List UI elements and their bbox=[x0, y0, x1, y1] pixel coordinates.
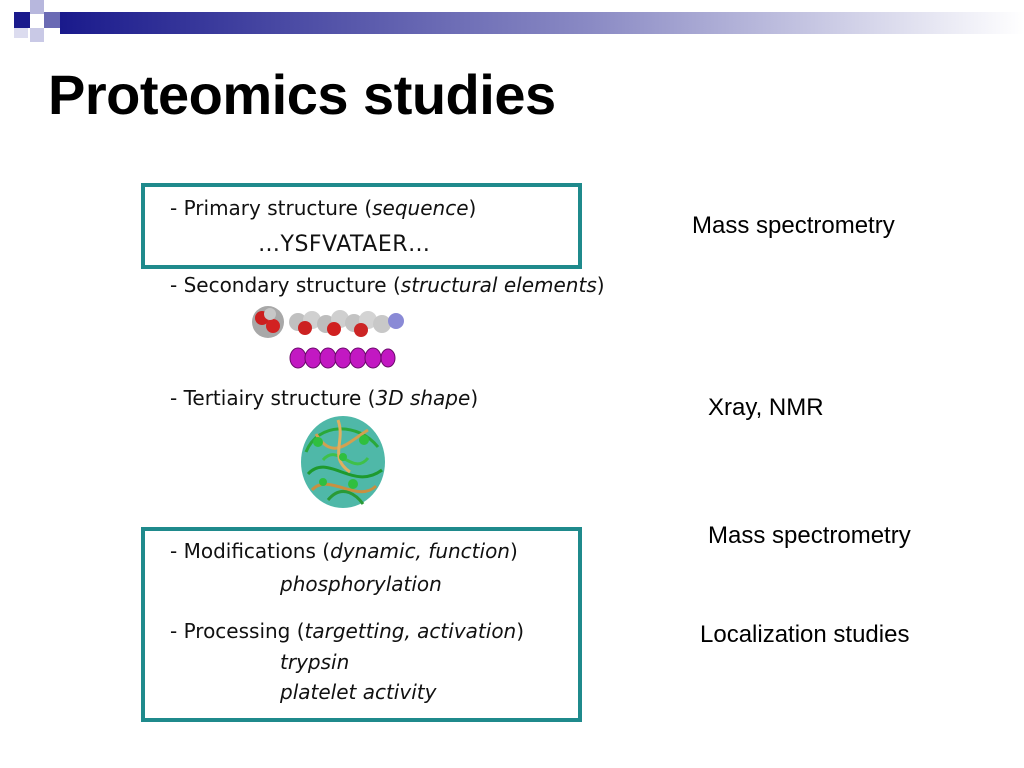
header-squares-decoration bbox=[14, 0, 1024, 42]
tertiary-structure-label: - Tertiairy structure (3D shape) bbox=[170, 386, 479, 410]
annotation-processing: Localization studies bbox=[700, 621, 910, 648]
header-square-mid bbox=[44, 12, 60, 28]
header-square-dark bbox=[14, 12, 30, 28]
modifications-label: - Modifications (dynamic, function) bbox=[170, 539, 518, 563]
secondary-structure-label: - Secondary structure (structural elemen… bbox=[170, 273, 605, 297]
slide-title: Proteomics studies bbox=[48, 63, 556, 126]
header-square-light bbox=[30, 0, 44, 14]
processing-example-platelet: platelet activity bbox=[280, 680, 437, 704]
beta-strand-molecule-image bbox=[252, 306, 404, 338]
header-square-pale bbox=[14, 28, 28, 38]
primary-structure-label: - Primary structure (sequence) bbox=[170, 196, 477, 220]
header-gradient-bar bbox=[60, 12, 1024, 34]
annotation-modifications: Mass spectrometry bbox=[708, 522, 911, 549]
header-banner bbox=[0, 0, 1024, 44]
processing-label: - Processing (targetting, activation) bbox=[170, 619, 525, 643]
modification-example: phosphorylation bbox=[280, 572, 442, 596]
annotation-tertiary: Xray, NMR bbox=[708, 394, 824, 421]
alpha-helix-ribbon-image bbox=[289, 347, 396, 369]
annotation-primary: Mass spectrometry bbox=[692, 212, 895, 239]
tertiary-structure-model-image bbox=[301, 416, 385, 508]
modifications-frame bbox=[141, 527, 582, 722]
primary-structure-frame bbox=[141, 183, 582, 269]
header-square-light bbox=[30, 28, 44, 42]
sequence-text: …YSFVATAER… bbox=[258, 232, 431, 257]
processing-example-trypsin: trypsin bbox=[280, 650, 350, 674]
